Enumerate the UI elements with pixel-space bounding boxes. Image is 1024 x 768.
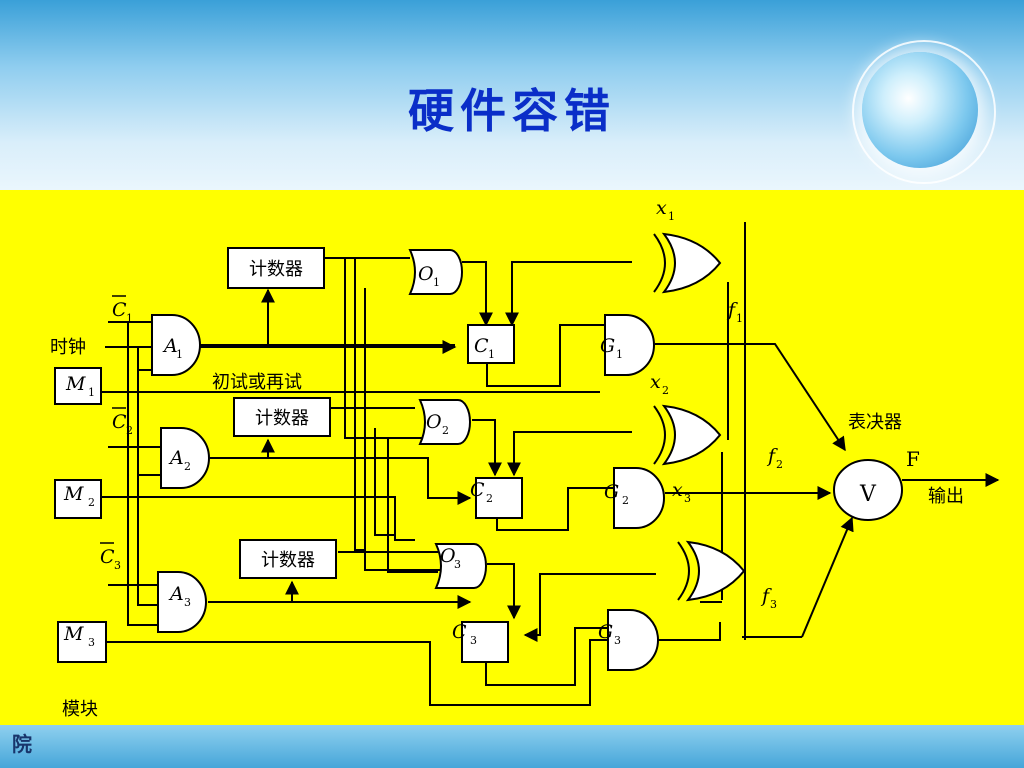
g1-sub: 1	[616, 348, 623, 361]
g1-name: G	[600, 335, 615, 357]
svg-text:C: C	[112, 299, 127, 321]
counter-3: 计数器	[239, 539, 337, 579]
svg-text:2: 2	[662, 384, 669, 397]
footer-logo-text: 院	[12, 732, 32, 756]
latch-c2: C 2	[470, 477, 523, 519]
g3-name: G	[598, 621, 613, 643]
a2-sub: 2	[184, 460, 191, 473]
circuit-diagram: 计数器 计数器 计数器 M 1 M 2 M 3 A 1 A 2 A 3	[0, 190, 1024, 725]
svg-text:x: x	[656, 197, 667, 219]
g3-sub: 3	[614, 634, 621, 647]
m1-name: M	[65, 373, 86, 395]
g2-sub: 2	[622, 494, 629, 507]
module-m2: M 2	[54, 479, 102, 519]
module-m3: M 3	[57, 621, 107, 663]
modules-label: 模块	[62, 699, 98, 720]
xor-gate-x3	[677, 540, 746, 602]
counter-2: 计数器	[233, 397, 331, 437]
voter-circle: V	[833, 459, 903, 521]
m3-name: M	[63, 623, 84, 645]
m3-sub: 3	[88, 636, 95, 649]
or-gate-o3: O 3	[434, 543, 487, 589]
and-gate-g1: G 1	[600, 314, 655, 376]
slide-title: 硬件容错	[408, 84, 616, 138]
o3-sub: 3	[454, 558, 461, 571]
m1-sub: 1	[88, 386, 95, 399]
c3-box-name: C	[452, 621, 467, 643]
and-gate-a3: A 3	[157, 571, 207, 633]
svg-text:3: 3	[770, 598, 777, 611]
x3-label: x 3	[672, 479, 691, 505]
g2-name: G	[604, 481, 619, 503]
svg-text:1: 1	[668, 210, 675, 223]
output-label: 输出	[928, 486, 964, 507]
a3-sub: 3	[184, 596, 191, 609]
xor-gate-x1	[653, 232, 722, 294]
clock-c1-label: C 1	[112, 295, 133, 325]
svg-text:3: 3	[114, 559, 121, 572]
o1-name: O	[418, 263, 434, 285]
voter-symbol: V	[859, 482, 877, 507]
o2-sub: 2	[442, 424, 449, 437]
a1-sub: 1	[176, 348, 183, 361]
a2-name: A	[168, 447, 184, 469]
c2-box-sub: 2	[486, 492, 493, 505]
f1-label: f 1	[726, 299, 743, 325]
module-m1: M 1	[54, 367, 102, 405]
footer-bar	[0, 725, 1024, 768]
m2-name: M	[63, 483, 84, 505]
voter-title: 表决器	[848, 412, 902, 433]
svg-text:1: 1	[126, 312, 133, 325]
svg-text:2: 2	[776, 458, 783, 471]
retry-label: 初试或再试	[212, 372, 302, 393]
latch-c1: C 1	[467, 324, 515, 364]
or-gate-o2: O 2	[418, 399, 471, 445]
f2-label: f 2	[766, 445, 783, 471]
counter-1-label: 计数器	[249, 259, 303, 280]
a3-name: A	[168, 583, 184, 605]
xor-gate-x2	[653, 404, 722, 466]
and-gate-a2: A 2	[160, 427, 210, 489]
a1-name: A	[162, 335, 178, 357]
svg-text:f: f	[766, 445, 778, 467]
c1-box-name: C	[474, 335, 489, 357]
or-gate-o1: O 1	[408, 249, 463, 295]
clock-c3-label: C 3	[100, 542, 121, 572]
and-gate-g2: G 2	[604, 467, 665, 529]
and-gate-g3: G 3	[598, 609, 659, 671]
footer-logo: 院	[6, 728, 32, 757]
svg-text:1: 1	[736, 312, 743, 325]
latch-c3: C 3	[452, 621, 509, 663]
svg-text:2: 2	[126, 424, 133, 437]
svg-text:f: f	[760, 585, 772, 607]
c1-box-sub: 1	[488, 348, 495, 361]
svg-text:x: x	[672, 479, 683, 501]
svg-text:x: x	[650, 371, 661, 393]
svg-text:f: f	[726, 299, 738, 321]
o3-name: O	[440, 545, 456, 567]
c2-box-name: C	[470, 479, 485, 501]
clock-label: 时钟	[50, 337, 86, 358]
counter-1: 计数器	[227, 247, 325, 289]
x2-label: x 2	[650, 371, 669, 397]
o2-name: O	[426, 411, 442, 433]
f3-label: f 3	[760, 585, 777, 611]
wires	[100, 222, 1000, 706]
o1-sub: 1	[433, 276, 440, 289]
x1-label: x 1	[656, 197, 675, 223]
svg-text:3: 3	[684, 492, 691, 505]
svg-text:C: C	[100, 546, 115, 568]
svg-text:C: C	[112, 411, 127, 433]
m2-sub: 2	[88, 496, 95, 509]
counter-2-label: 计数器	[255, 408, 309, 429]
and-gate-a1: A 1	[151, 314, 201, 376]
c3-box-sub: 3	[470, 634, 477, 647]
clock-c2-label: C 2	[112, 407, 133, 437]
globe-orbit-ring	[852, 40, 996, 184]
output-signal-label: F	[906, 447, 920, 471]
globe-icon	[862, 52, 978, 168]
counter-3-label: 计数器	[261, 550, 315, 571]
